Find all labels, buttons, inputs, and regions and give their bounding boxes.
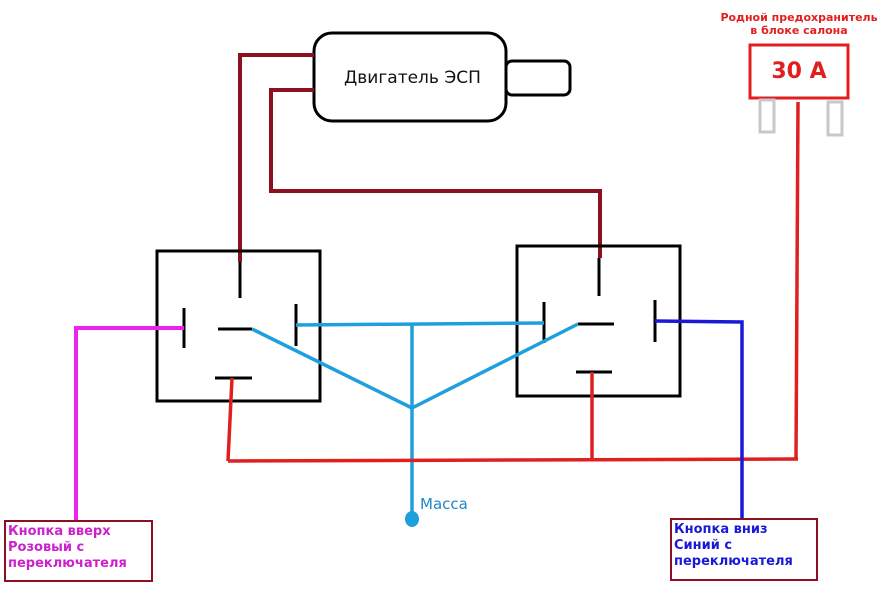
motor-shaft: [504, 59, 572, 97]
button-up-label: Кнопка вверх Розовый с переключателя: [5, 521, 152, 581]
ground-label: Масса: [420, 495, 468, 513]
fuse-pin-right: [826, 100, 844, 137]
motor-wire-left: [238, 53, 314, 262]
ground-terminal: [405, 511, 419, 527]
motor-label: Двигатель ЭСП: [344, 68, 481, 88]
power-wire-bus: [227, 457, 799, 463]
pink-wire-button-up: [74, 326, 184, 523]
button-down-box: [670, 518, 818, 581]
motor-wire-right: [269, 88, 602, 258]
fuse-body: [748, 43, 850, 100]
button-up-line1: Кнопка вверх: [8, 524, 111, 539]
fuse-pin-left: [758, 98, 776, 134]
fuse-rating: 30 А: [771, 59, 827, 84]
button-up-line3: переключателя: [8, 556, 127, 571]
blue-wire-button-down: [654, 319, 744, 520]
ground-wire-right-diag: [411, 322, 579, 410]
button-up-box: [4, 520, 153, 582]
button-down-line2: Синий с: [674, 538, 733, 553]
button-up-line2: Розовый с: [8, 540, 85, 555]
button-down-line3: переключателя: [674, 554, 793, 569]
ground-wire-left-diag: [251, 327, 413, 410]
power-wire-fuse: [794, 101, 800, 460]
button-down-label: Кнопка вниз Синий с переключателя: [671, 519, 817, 580]
power-wire-left-drop: [226, 377, 234, 462]
fuse-title-line1: Родной предохранитель: [720, 11, 878, 24]
fuse-title-line2: в блоке салона: [750, 24, 848, 37]
button-down-line1: Кнопка вниз: [674, 522, 768, 537]
ground-wire-bridge: [295, 321, 545, 327]
